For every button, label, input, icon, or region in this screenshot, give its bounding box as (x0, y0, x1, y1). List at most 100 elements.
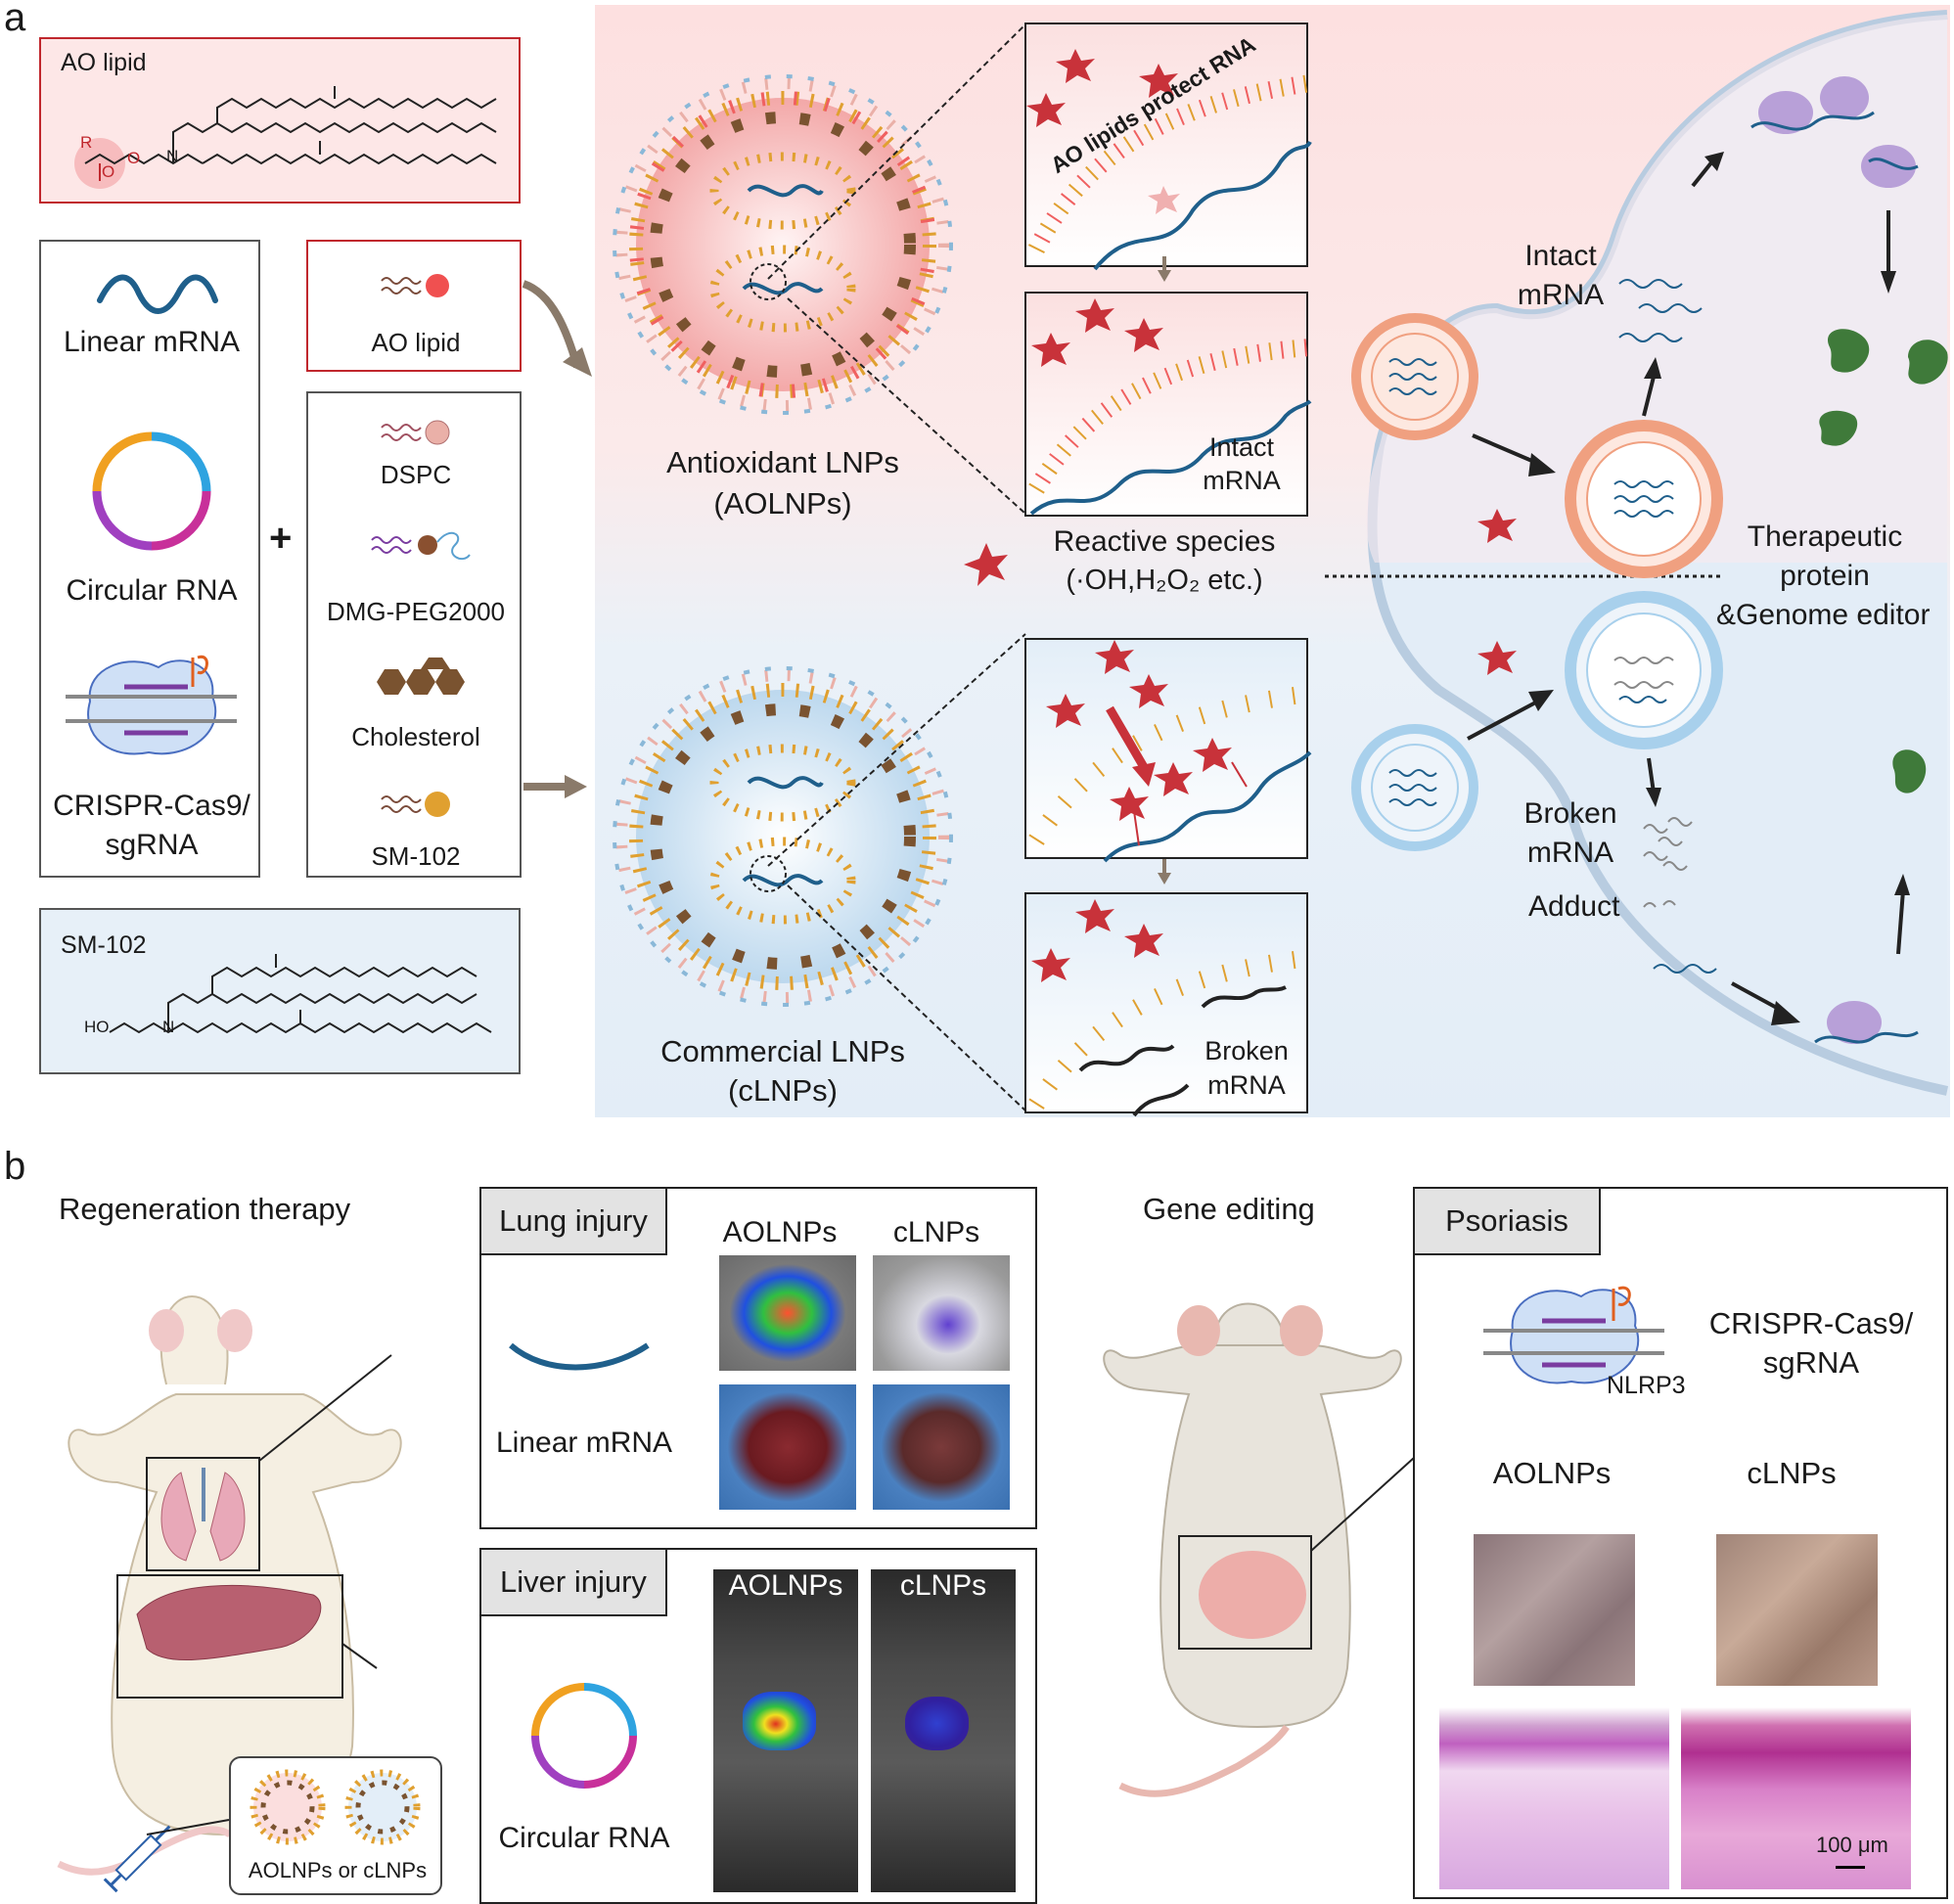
zoom-clnp-damage-art (1028, 640, 1312, 863)
ao-lipid-r-group: R (80, 133, 93, 152)
liver-injury-box: Liver injury Circular RNA AOLNPs cLNPs (479, 1548, 1037, 1904)
cell-intact-mrna-line1: Intact (1524, 240, 1597, 272)
sm102-hydroxyl: HO (84, 1018, 110, 1036)
circular-rna-icon (92, 431, 211, 551)
therapeutic-label-line2: protein (1780, 560, 1870, 592)
ao-lipid-oxygen-2: O (127, 149, 141, 167)
adduct-label: Adduct (1528, 890, 1620, 923)
liver-circular-rna-icon (531, 1683, 637, 1789)
mouse-gene-editing-illustration (1103, 1302, 1415, 1797)
lipid-components-box: DSPC DMG-PEG2000 Cholesterol SM-102 (306, 391, 522, 878)
cell-broken-mrna-line1: Broken (1523, 797, 1617, 830)
sm102-label: SM-102 (371, 841, 461, 871)
psoriasis-crispr-line2: sgRNA (1762, 1345, 1860, 1380)
psoriasis-crispr-line1: CRISPR-Cas9/ (1708, 1306, 1914, 1340)
psoriasis-tab: Psoriasis (1413, 1187, 1601, 1255)
syringe-caption: AOLNPs or cLNPs (248, 1858, 428, 1882)
ao-lipid-nitrogen: N (166, 147, 179, 165)
zoom-aolnp-intact-art (1028, 298, 1312, 516)
zoom-broken-label-line1: Broken (1204, 1036, 1289, 1065)
lung-linear-mrna-icon (509, 1342, 650, 1371)
psoriasis-crispr-icon (1483, 1286, 1664, 1384)
therapeutic-label-line1: Therapeutic (1747, 521, 1903, 553)
regeneration-therapy-title: Regeneration therapy (59, 1192, 351, 1226)
gene-editing-title: Gene editing (1143, 1192, 1315, 1226)
linear-mrna-icon (97, 274, 218, 314)
reactive-species-label-line2: (·OH,H₂O₂ etc.) (1066, 565, 1263, 596)
psoriasis-col-clnps: cLNPs (1747, 1456, 1837, 1490)
reactive-species-icon (964, 543, 1008, 586)
aolnp-label-line1: Antioxidant LNPs (666, 445, 899, 479)
circular-rna-label: Circular RNA (66, 574, 238, 607)
panel-letter-a: a (4, 0, 26, 39)
aolnp-label-line2: (AOLNPs) (713, 486, 852, 521)
ao-lipid-skeletal-formula (74, 86, 497, 189)
aolnp-particle-illustration (613, 74, 953, 415)
psoriasis-aolnp-skin-photo (1474, 1534, 1635, 1686)
zoom-intact-label-line2: mRNA (1203, 466, 1281, 495)
cargo-box: Linear mRNA Circular RNA CRISPR-Cas9/ sg… (39, 240, 260, 878)
sm102-structure-title: SM-102 (61, 931, 147, 959)
lung-aolnp-photo (719, 1384, 856, 1510)
cell-illustration (1325, 10, 1949, 1096)
syringe-icon (103, 1825, 171, 1893)
lung-col-clnps: cLNPs (892, 1216, 980, 1248)
sm102-structure-box: SM-102 HO N (39, 908, 521, 1074)
zoom-guide-lines (767, 23, 1026, 1111)
lung-aolnp-ivis-image (719, 1255, 856, 1371)
cholesterol-label: Cholesterol (351, 722, 480, 751)
lung-col-aolnps: AOLNPs (722, 1216, 838, 1248)
ao-lipid-oxygen-1: O (102, 162, 115, 181)
dspc-label: DSPC (380, 460, 452, 489)
psoriasis-aolnp-histology (1439, 1707, 1669, 1889)
zoom-intact-label-line1: Intact (1208, 432, 1275, 462)
cell-broken-mrna-line2: mRNA (1526, 837, 1614, 869)
therapeutic-label-line3: &Genome editor (1716, 599, 1931, 631)
clnp-particle-illustration (613, 666, 953, 1007)
liver-col-clnps: cLNPs (899, 1569, 987, 1602)
zoom-arrow-1 (1158, 256, 1171, 282)
psoriasis-box: Psoriasis NLRP3 CRISPR-Cas9/ sgRNA AOLNP… (1413, 1187, 1948, 1899)
liver-cargo-label: Circular RNA (498, 1822, 670, 1854)
dspc-icon (381, 420, 450, 445)
zoom-aolnp-protect-art (1026, 49, 1312, 271)
zoom-clnp-broken-art (1028, 899, 1312, 1117)
ao-lipid-icon (381, 274, 449, 297)
crispr-label-line1: CRISPR-Cas9/ (53, 790, 250, 822)
crispr-label-line2: sgRNA (105, 829, 199, 861)
ao-lipid-structure-box: AO lipid R O O N (39, 37, 521, 204)
psoriasis-clnp-skin-photo (1716, 1534, 1878, 1686)
zoom-clnp-broken: Broken mRNA (1024, 892, 1312, 1117)
lung-clnp-photo (873, 1384, 1010, 1510)
zoom-broken-label-line2: mRNA (1207, 1070, 1286, 1100)
dmg-peg2000-icon (371, 531, 471, 561)
ao-lipid-component-label: AO lipid (371, 328, 461, 357)
mouse-regeneration-illustration (57, 1295, 402, 1876)
liver-col-aolnps: AOLNPs (728, 1569, 843, 1602)
sm102-icon (381, 792, 450, 817)
clnp-label-line1: Commercial LNPs (660, 1034, 905, 1068)
panel-letter-b: b (4, 1145, 26, 1188)
liver-aolnp-ivis-image (713, 1569, 858, 1892)
zoom-aolnp-intact: Intact mRNA (1024, 292, 1312, 517)
linear-mrna-label: Linear mRNA (63, 326, 241, 358)
lung-injury-tab: Lung injury (479, 1187, 667, 1255)
zoom-arrow-2 (1158, 859, 1171, 884)
psoriasis-col-aolnps: AOLNPs (1492, 1456, 1612, 1490)
clnp-label-line2: (cLNPs) (728, 1073, 838, 1108)
liver-clnp-ivis-image (871, 1569, 1016, 1892)
zoom-clnp-damage (1024, 638, 1312, 863)
scale-bar-label: 100 μm (1816, 1833, 1888, 1857)
arrow-to-aolnp (522, 280, 592, 377)
scale-bar (1836, 1866, 1865, 1869)
nlrp3-label: NLRP3 (1607, 1372, 1686, 1399)
lung-clnp-ivis-image (873, 1255, 1010, 1371)
plus-sign: + (269, 517, 293, 560)
sm102-nitrogen: N (162, 1018, 175, 1036)
crispr-cas9-icon (66, 655, 237, 755)
lung-injury-box: Lung injury AOLNPs cLNPs Linear mRNA (479, 1187, 1037, 1529)
psoriasis-clnp-histology (1681, 1707, 1911, 1889)
cholesterol-icon (377, 657, 465, 695)
ao-lipid-component-box: AO lipid (306, 240, 522, 372)
dmg-peg2000-label: DMG-PEG2000 (326, 597, 506, 626)
